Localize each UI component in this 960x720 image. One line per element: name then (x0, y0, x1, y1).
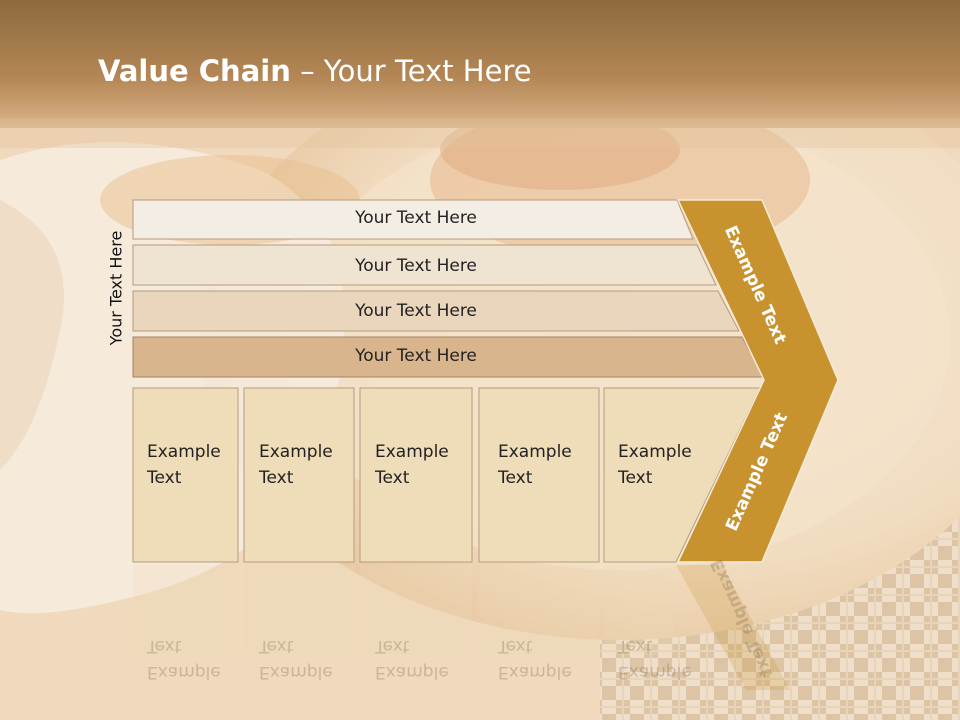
row-label-1: Your Text Here (355, 208, 477, 228)
cell-text-2: Example Text (259, 439, 359, 491)
cell-text-4-line1: Example (498, 442, 572, 462)
cell-text-4-line2: Text (498, 468, 533, 488)
cell-text-4-reflection: Example Text (498, 633, 598, 685)
cell-text-5-line1: Example (618, 442, 692, 462)
row-label-4: Your Text Here (355, 346, 477, 366)
cell-text-1-line1: Example (147, 442, 221, 462)
cell-text-1-reflection: Example Text (147, 633, 247, 685)
cell-text-5-reflection: Example Text (618, 633, 718, 685)
cell-box-3[interactable] (359, 387, 473, 563)
cell-text-1-line2: Text (147, 468, 182, 488)
cell-text-3-line2: Text (375, 468, 410, 488)
cell-text-2-reflection: Example Text (259, 633, 359, 685)
cell-text-3-reflection-line2: Text (375, 636, 410, 656)
cell-text-4-reflection-line1: Example (498, 662, 572, 682)
cell-text-1-reflection-line1: Example (147, 662, 221, 682)
cell-text-5-reflection-line2: Text (618, 636, 653, 656)
cell-text-1-reflection-line2: Text (147, 636, 182, 656)
cell-text-4: Example Text (498, 439, 598, 491)
chevron-arrow[interactable] (676, 199, 839, 563)
row-label-3: Your Text Here (355, 301, 477, 321)
cell-text-5: Example Text (618, 439, 718, 491)
cell-text-3: Example Text (375, 439, 475, 491)
row-bar-3[interactable] (132, 290, 740, 332)
row-label-2: Your Text Here (355, 256, 477, 276)
cell-box-4[interactable] (478, 387, 600, 563)
cell-text-2-reflection-line1: Example (259, 662, 333, 682)
cell-text-4-reflection-line2: Text (498, 636, 533, 656)
row-bar-2[interactable] (132, 244, 717, 286)
title-rest: – Your Text Here (290, 54, 532, 88)
cell-text-1: Example Text (147, 439, 247, 491)
cell-text-3-reflection-line1: Example (375, 662, 449, 682)
cell-text-2-reflection-line2: Text (259, 636, 294, 656)
cell-text-2-line1: Example (259, 442, 333, 462)
row-bar-1[interactable] (132, 199, 694, 240)
cell-box-5[interactable] (603, 387, 761, 563)
cell-box-2[interactable] (243, 387, 355, 563)
cell-box-1[interactable] (132, 387, 239, 563)
cell-text-5-line2: Text (618, 468, 653, 488)
cell-text-5-reflection-line1: Example (618, 662, 692, 682)
cell-text-2-line2: Text (259, 468, 294, 488)
slide-title: Value Chain – Your Text Here (98, 54, 532, 88)
cell-text-3-reflection: Example Text (375, 633, 475, 685)
cell-text-3-line1: Example (375, 442, 449, 462)
diagram-reflection (133, 565, 790, 690)
title-bold: Value Chain (98, 54, 291, 88)
